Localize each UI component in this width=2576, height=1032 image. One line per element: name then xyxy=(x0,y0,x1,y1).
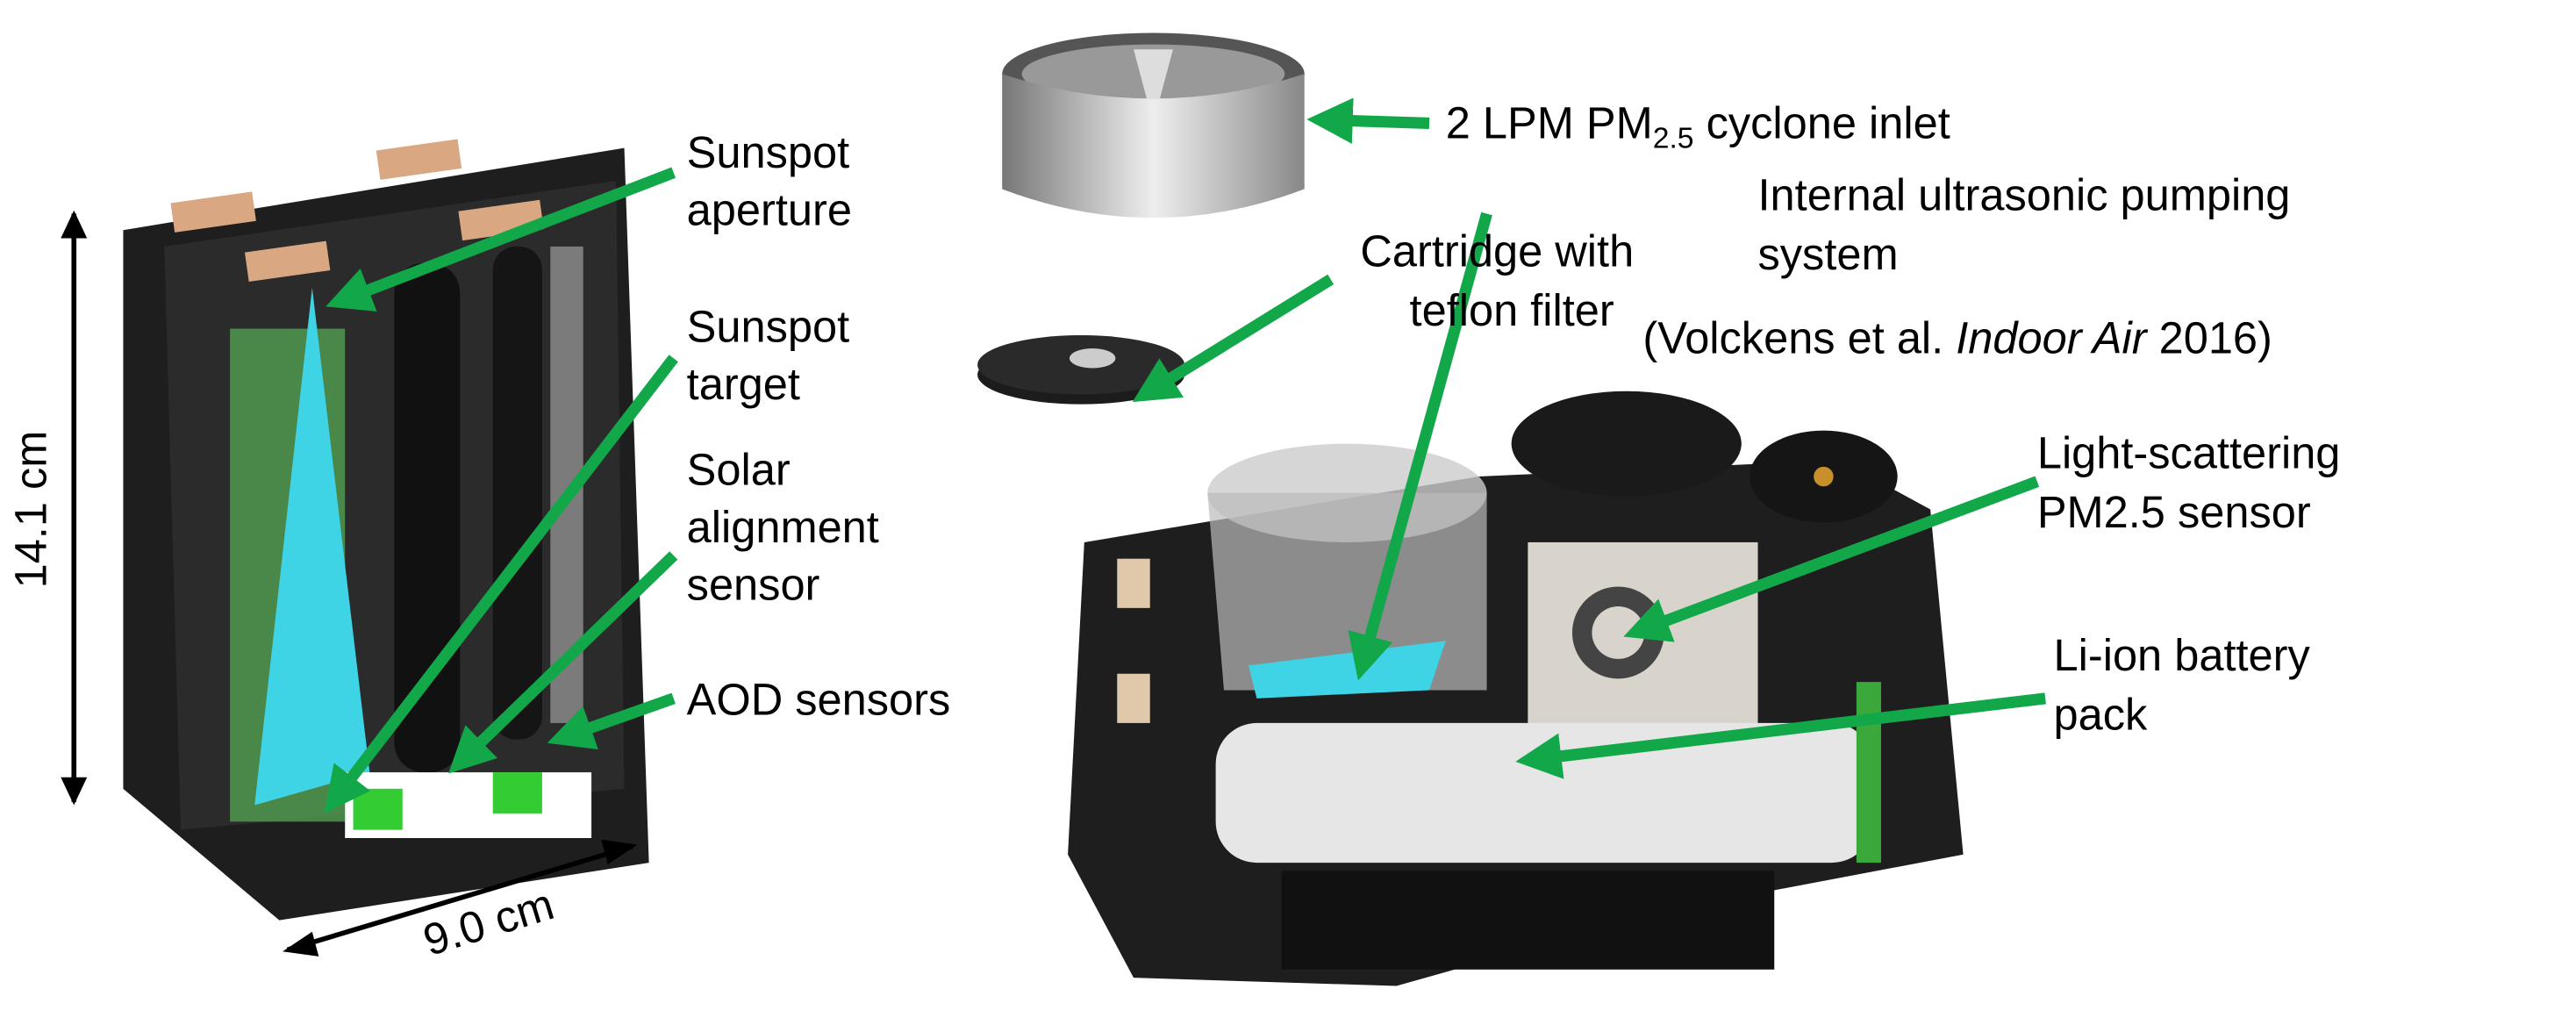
label-sunspot-target: Sunspot target xyxy=(687,302,862,410)
label-cartridge: Cartridge with teflon filter xyxy=(1360,226,1646,334)
monitor-device xyxy=(1068,391,1964,986)
label-pumping-system: Internal ultrasonic pumping system xyxy=(1758,170,2303,279)
label-light-scattering: Light-scattering PM2.5 sensor xyxy=(2037,428,2353,537)
label-solar-alignment: Solar alignment sensor xyxy=(687,444,891,609)
tube xyxy=(394,262,461,773)
arrow-battery xyxy=(1515,692,2046,779)
label-citation: (Volckens et al. Indoor Air 2016) xyxy=(1642,313,2272,363)
height-dimension-label: 14.1 cm xyxy=(5,431,55,589)
label-cyclone-inlet: 2 LPM PM2.5 cyclone inlet xyxy=(1446,97,1950,154)
arrow-cyclone xyxy=(1306,97,1430,144)
callout-arrows xyxy=(324,97,2046,813)
arrow-sunspot-aperture xyxy=(326,167,676,312)
arrow-light-scattering xyxy=(1623,476,2040,642)
battery-pack xyxy=(1215,722,1873,864)
cyclone-inlet xyxy=(1002,32,1305,219)
arrow-sunspot-target xyxy=(324,355,678,813)
height-dimension: 14.1 cm xyxy=(5,210,88,806)
arrow-aod-sensors xyxy=(547,692,676,750)
solar-photometer-device xyxy=(123,139,649,921)
arrow-solar-alignment xyxy=(448,551,678,774)
label-battery: Li-ion battery pack xyxy=(2054,630,2322,739)
arrow-pumping xyxy=(1348,211,1492,681)
arrow-cartridge xyxy=(1132,274,1335,403)
label-sunspot-aperture: Sunspot aperture xyxy=(687,127,862,235)
sunspot-cone xyxy=(254,287,370,806)
label-aod-sensors: AOD sensors xyxy=(687,675,951,725)
